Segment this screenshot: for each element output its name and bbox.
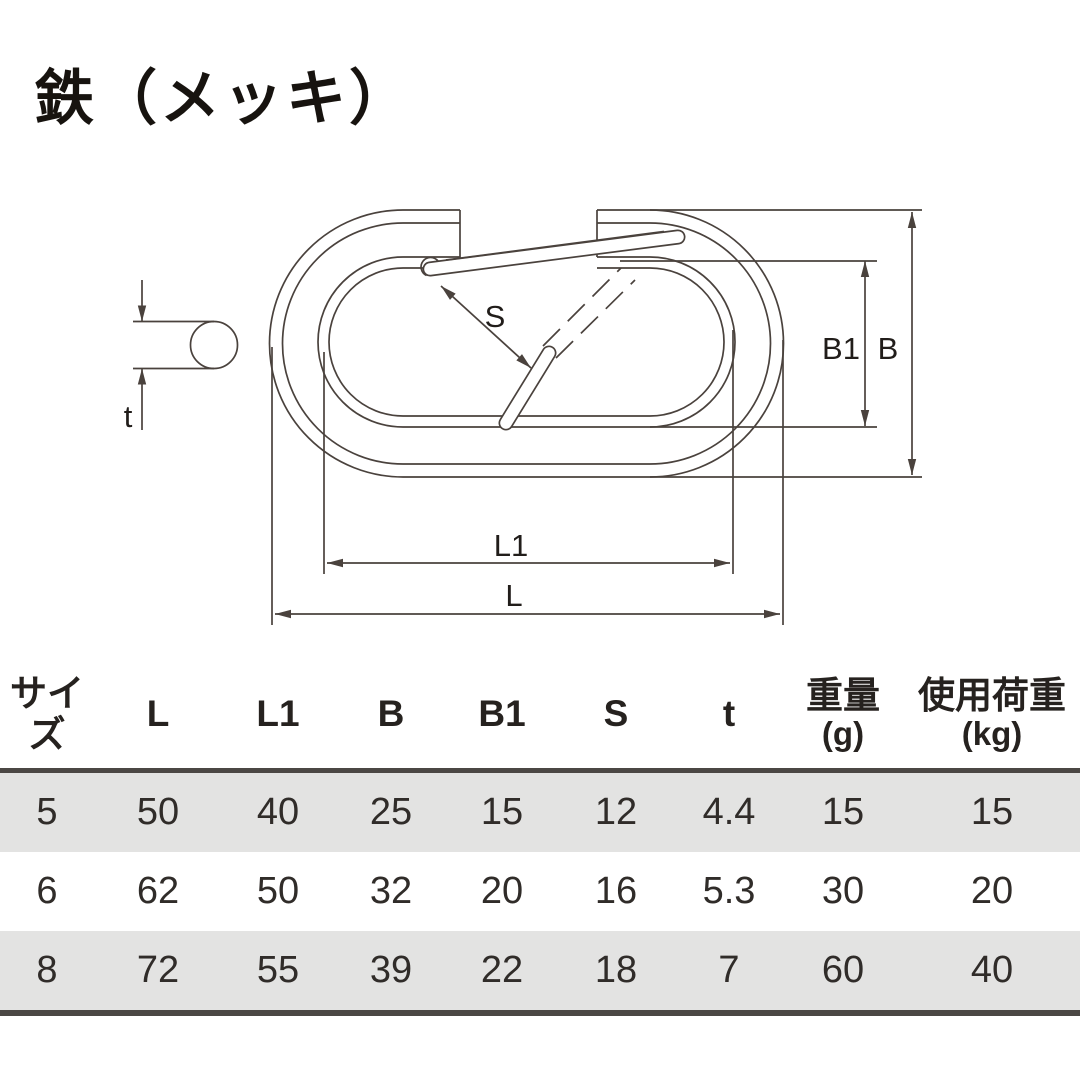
table-cell: 50 xyxy=(136,791,180,833)
table-cell: 7 xyxy=(676,931,782,1016)
ring-outline xyxy=(268,209,785,478)
table-row: 8 72 55 39 22 18 7 60 40 xyxy=(0,931,1080,1016)
table-cell: 32 xyxy=(369,870,413,912)
table-cell: 20 xyxy=(970,870,1014,912)
table-cell: 40 xyxy=(256,791,300,833)
table-cell: 6 xyxy=(36,870,58,912)
col-header-weight: 重量(g) xyxy=(782,660,904,773)
table-cell: 15 xyxy=(480,791,524,833)
gate-open-phantom xyxy=(498,267,636,431)
table-cell: 40 xyxy=(904,931,1080,1016)
gate-closed-bar xyxy=(420,229,686,277)
dim-label-t: t xyxy=(124,399,133,434)
dim-label-l1: L1 xyxy=(494,528,528,563)
header-row: サイズ L L1 B B1 S t 重量(g) 使用荷重(kg) xyxy=(0,660,1080,773)
table-cell: 30 xyxy=(821,870,865,912)
table-cell: 5 xyxy=(36,791,58,833)
col-header-load: 使用荷重(kg) xyxy=(904,660,1080,773)
dimension-lines xyxy=(271,209,922,625)
table-row: 6 62 50 32 20 16 5.3 30 20 xyxy=(0,852,1080,931)
table-cell: 60 xyxy=(782,931,904,1016)
col-header-l1: L1 xyxy=(222,660,334,773)
table-cell: 20 xyxy=(480,870,524,912)
table-cell: 16 xyxy=(594,870,638,912)
spec-table-section: サイズ L L1 B B1 S t 重量(g) 使用荷重(kg) 5 50 40… xyxy=(0,660,1080,1016)
col-header-b1: B1 xyxy=(448,660,556,773)
wire-cross-section xyxy=(133,280,239,430)
table-cell: 15 xyxy=(821,791,865,833)
dim-label-b: B xyxy=(878,331,899,366)
technical-drawing: S B1 B L1 L t xyxy=(124,209,922,625)
col-header-s: S xyxy=(556,660,676,773)
spec-table: サイズ L L1 B B1 S t 重量(g) 使用荷重(kg) 5 50 40… xyxy=(0,660,1080,1016)
col-header-size: サイズ xyxy=(0,660,94,773)
table-cell: 72 xyxy=(94,931,222,1016)
table-cell: 18 xyxy=(556,931,676,1016)
table-cell: 8 xyxy=(0,931,94,1016)
col-header-l: L xyxy=(94,660,222,773)
table-cell: 22 xyxy=(448,931,556,1016)
table-cell: 55 xyxy=(222,931,334,1016)
col-header-b: B xyxy=(334,660,448,773)
table-cell: 25 xyxy=(369,791,413,833)
table-cell: 62 xyxy=(136,870,180,912)
table-cell: 15 xyxy=(970,791,1014,833)
col-header-t: t xyxy=(676,660,782,773)
dim-label-s: S xyxy=(485,299,506,334)
table-row: 5 50 40 25 15 12 4.4 15 15 xyxy=(0,770,1080,852)
dim-label-b1: B1 xyxy=(822,331,860,366)
dim-label-l: L xyxy=(505,578,522,613)
dim-s-arrow xyxy=(440,285,532,369)
table-cell: 50 xyxy=(256,870,300,912)
table-cell: 39 xyxy=(334,931,448,1016)
table-cell: 4.4 xyxy=(702,791,756,833)
table-cell: 12 xyxy=(594,791,638,833)
gate-tip-hook xyxy=(420,256,439,277)
table-cell: 5.3 xyxy=(702,870,756,912)
wire-circle xyxy=(189,320,239,370)
page-title: 鉄（メッキ） xyxy=(34,65,412,132)
